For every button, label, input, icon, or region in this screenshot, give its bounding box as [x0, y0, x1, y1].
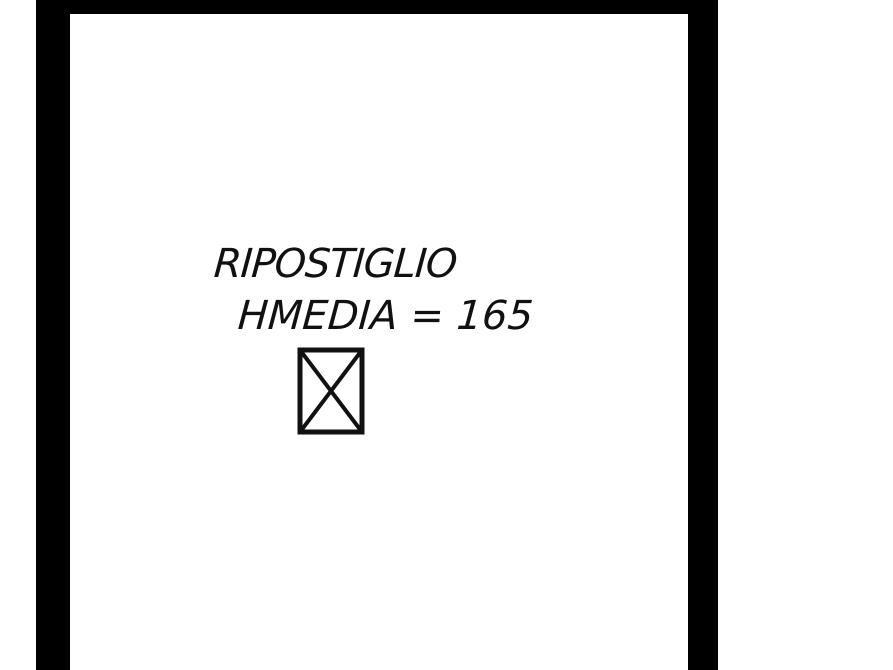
wall-left — [36, 0, 70, 670]
wall-top — [36, 0, 718, 14]
wall-right — [688, 0, 718, 670]
room-height-label: HMEDIA = 165 — [236, 293, 535, 339]
crossed-box-icon — [297, 347, 365, 435]
room-name-label: RIPOSTIGLIO — [212, 241, 458, 287]
